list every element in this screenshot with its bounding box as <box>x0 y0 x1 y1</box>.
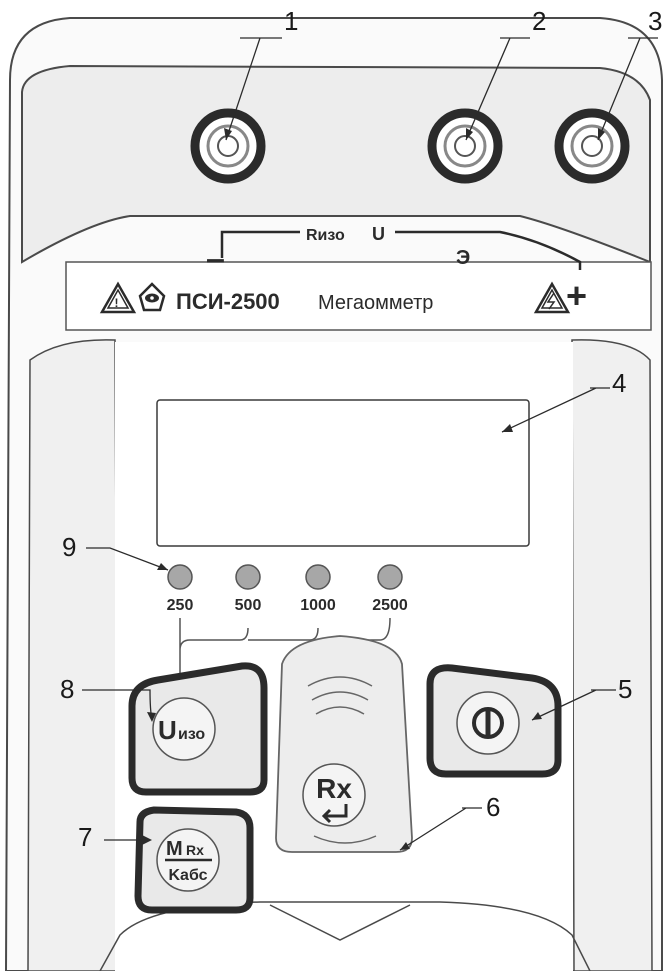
rx-button[interactable]: Rx <box>275 635 413 853</box>
led-label-500: 500 <box>235 597 262 614</box>
lcd-display <box>156 399 530 547</box>
callout-7: 7 <box>78 822 92 852</box>
mrx-label-kabs: Kабс <box>168 867 207 884</box>
uizo-button-label-main: U <box>158 715 177 745</box>
high-voltage-warning-icon <box>533 281 571 314</box>
rx-signal-arcs-icon <box>307 676 377 844</box>
callout-8: 8 <box>60 674 74 704</box>
led-500 <box>235 564 261 590</box>
device-model: ПСИ-2500 <box>176 289 280 314</box>
terminal-bracket-line <box>220 230 582 270</box>
uizo-button[interactable]: U изо <box>128 662 268 796</box>
terminal-e-label: Э <box>456 247 470 269</box>
terminal-1[interactable] <box>190 108 266 184</box>
terminal-neg-label: – <box>206 240 225 278</box>
led-label-2500: 2500 <box>372 597 408 614</box>
bottom-chevron <box>99 901 591 971</box>
terminal-rizo-label: Rизо <box>306 227 345 244</box>
front-panel <box>27 339 119 971</box>
enter-arrow-icon <box>321 804 348 824</box>
callout-6: 6 <box>486 792 500 822</box>
certification-eye-icon <box>138 282 166 312</box>
warning-triangle-icon: ! <box>99 281 137 314</box>
led-label-1000: 1000 <box>300 597 336 614</box>
connector-hood <box>21 64 651 264</box>
callout-1: 1 <box>284 6 298 36</box>
led-2500 <box>377 564 403 590</box>
callout-2: 2 <box>532 6 546 36</box>
terminal-3[interactable] <box>554 108 630 184</box>
mrx-label-m: M <box>166 838 183 860</box>
callout-4: 4 <box>612 368 626 398</box>
callout-arrowheads <box>142 128 605 850</box>
rx-button-label: Rx <box>316 773 352 804</box>
terminal-2[interactable] <box>427 108 503 184</box>
led-bracket <box>179 617 391 680</box>
svg-text:!: ! <box>115 296 119 310</box>
callout-3: 3 <box>648 6 662 36</box>
callout-5: 5 <box>618 674 632 704</box>
front-panel-right-rail <box>571 339 653 971</box>
led-label-250: 250 <box>167 597 194 614</box>
led-250 <box>167 564 193 590</box>
voltage-led-row <box>167 564 403 590</box>
callout-lines <box>82 37 658 851</box>
terminal-pos-label: + <box>566 275 587 316</box>
callout-9: 9 <box>62 532 76 562</box>
power-icon <box>472 707 504 739</box>
device-type: Мегаомметр <box>318 292 433 314</box>
power-button[interactable] <box>426 664 562 778</box>
led-1000 <box>305 564 331 590</box>
bottom-chevron-notch <box>269 904 411 941</box>
mrx-kabs-button[interactable]: M Rx Kабс <box>134 806 254 914</box>
mrx-label-rx: Rx <box>186 842 204 858</box>
terminal-u-label: U <box>372 224 385 244</box>
uizo-button-label-sub: изо <box>178 726 205 743</box>
